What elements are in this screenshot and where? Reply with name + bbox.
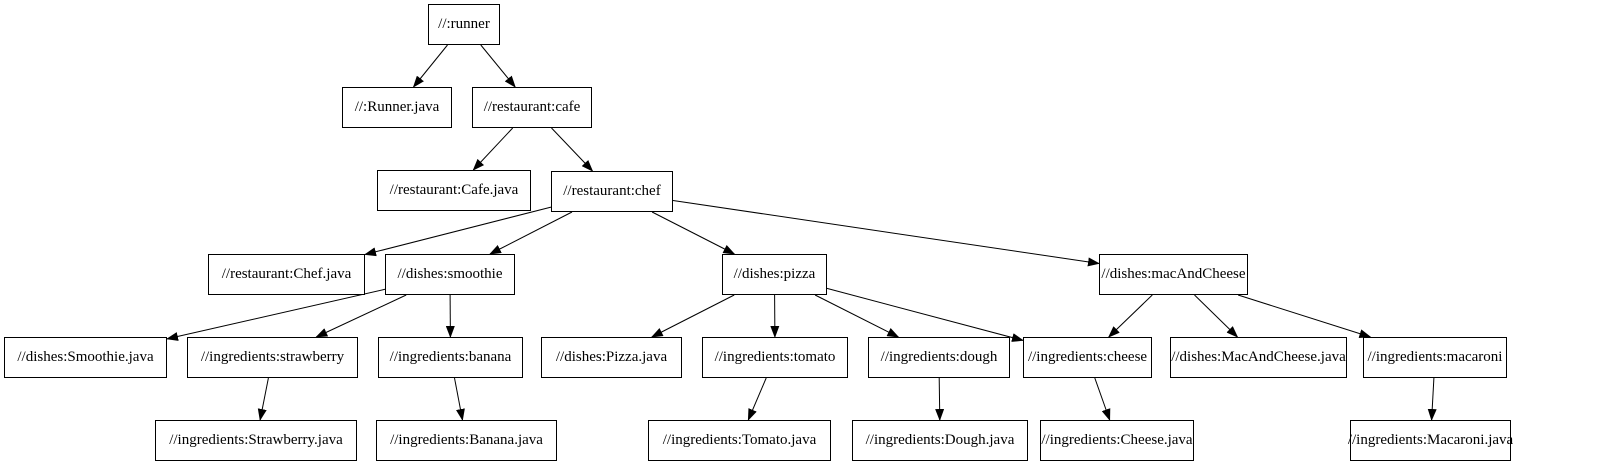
graph-node-label: //ingredients:Tomato.java (662, 432, 817, 448)
dependency-edge-chef-to-chef-java (364, 206, 552, 257)
graph-node-label: //ingredients:Banana.java (390, 432, 543, 448)
dependency-edge-pizza-to-dough (814, 294, 900, 338)
graph-node-label: //ingredients:Cheese.java (1041, 432, 1193, 448)
graph-node-label: //restaurant:Cafe.java (389, 182, 519, 198)
graph-node-pizza: //dishes:pizza (722, 254, 827, 295)
dependency-edge-runner-to-cafe (480, 44, 516, 88)
dependency-edge-chef-to-pizza (651, 211, 736, 255)
graph-node-label: //ingredients:strawberry (200, 349, 345, 365)
dependency-edge-tomato-to-tomato-java (747, 377, 767, 421)
dependency-edge-cafe-to-chef (551, 127, 594, 172)
graph-node-cafe-java: //restaurant:Cafe.java (377, 170, 531, 211)
graph-node-label: //restaurant:cafe (483, 99, 581, 115)
dependency-edge-pizza-to-pizza-java (650, 294, 735, 338)
dependency-edge-runner-to-runner-java (412, 44, 448, 88)
graph-node-label: //dishes:MacAndCheese.java (1171, 349, 1346, 365)
graph-node-label: //dishes:smoothie (397, 266, 503, 282)
graph-node-label: //:Runner.java (354, 99, 440, 115)
graph-node-smoothie-java: //dishes:Smoothie.java (4, 337, 167, 378)
dependency-edge-mac-and-cheese-to-cheese (1107, 294, 1153, 338)
dependency-edge-smoothie-to-smoothie-java (166, 288, 386, 341)
dependency-edge-macaroni-to-macaroni-java (1427, 377, 1437, 421)
graph-node-label: //dishes:pizza (733, 266, 816, 282)
graph-node-label: //dishes:Pizza.java (555, 349, 668, 365)
graph-node-smoothie: //dishes:smoothie (385, 254, 515, 295)
graph-node-label: //dishes:Smoothie.java (17, 349, 154, 365)
graph-node-cheese: //ingredients:cheese (1023, 337, 1152, 378)
graph-node-macaroni-java: //ingredients:Macaroni.java (1347, 420, 1514, 461)
graph-node-dough-java: //ingredients:Dough.java (852, 420, 1028, 461)
graph-node-label: //restaurant:chef (563, 183, 661, 199)
graph-node-label: //ingredients:Macaroni.java (1347, 432, 1514, 448)
graph-node-label: //ingredients:macaroni (1367, 349, 1503, 365)
graph-node-tomato: //ingredients:tomato (702, 337, 848, 378)
dependency-edge-mac-and-cheese-to-macaroni (1237, 294, 1372, 338)
dependency-edge-chef-to-mac-and-cheese (672, 200, 1100, 267)
graph-node-label: //dishes:macAndCheese (1101, 266, 1246, 282)
graph-node-chef: //restaurant:chef (551, 171, 673, 212)
dependency-edge-strawberry-to-strawberry-java (257, 377, 269, 421)
dependency-edge-dough-to-dough-java (935, 377, 945, 421)
graph-node-dough: //ingredients:dough (868, 337, 1010, 378)
graph-node-label: //ingredients:banana (389, 349, 512, 365)
graph-node-mac-and-cheese-java: //dishes:MacAndCheese.java (1170, 337, 1347, 378)
graph-node-runner: //:runner (428, 4, 500, 45)
dependency-edge-smoothie-to-strawberry (315, 294, 407, 338)
graph-node-cheese-java: //ingredients:Cheese.java (1040, 420, 1194, 461)
graph-node-macaroni: //ingredients:macaroni (1363, 337, 1507, 378)
graph-node-strawberry: //ingredients:strawberry (187, 337, 358, 378)
dependency-edge-cheese-to-cheese-java (1094, 377, 1111, 421)
graph-node-pizza-java: //dishes:Pizza.java (541, 337, 682, 378)
graph-node-banana-java: //ingredients:Banana.java (376, 420, 557, 461)
dependency-edge-banana-to-banana-java (454, 377, 465, 421)
graph-node-label: //restaurant:Chef.java (221, 266, 352, 282)
graph-node-label: //ingredients:dough (880, 349, 998, 365)
graph-node-cafe: //restaurant:cafe (472, 87, 592, 128)
graph-node-strawberry-java: //ingredients:Strawberry.java (155, 420, 357, 461)
graph-node-mac-and-cheese: //dishes:macAndCheese (1099, 254, 1248, 295)
graph-node-label: //:runner (438, 16, 490, 32)
graph-node-chef-java: //restaurant:Chef.java (208, 254, 365, 295)
graph-node-banana: //ingredients:banana (378, 337, 523, 378)
graph-node-label: //ingredients:tomato (714, 349, 836, 365)
graph-node-tomato-java: //ingredients:Tomato.java (648, 420, 831, 461)
graph-node-runner-java: //:Runner.java (342, 87, 452, 128)
dependency-edge-mac-and-cheese-to-mac-and-cheese-java (1194, 294, 1239, 338)
dependency-edge-chef-to-smoothie (489, 211, 573, 255)
dependency-edge-cafe-to-cafe-java (472, 127, 514, 171)
graph-node-label: //ingredients:cheese (1027, 349, 1148, 365)
graph-node-label: //ingredients:Dough.java (865, 432, 1015, 448)
dependency-edge-pizza-to-cheese (826, 287, 1024, 342)
graph-node-label: //ingredients:Strawberry.java (169, 432, 343, 448)
